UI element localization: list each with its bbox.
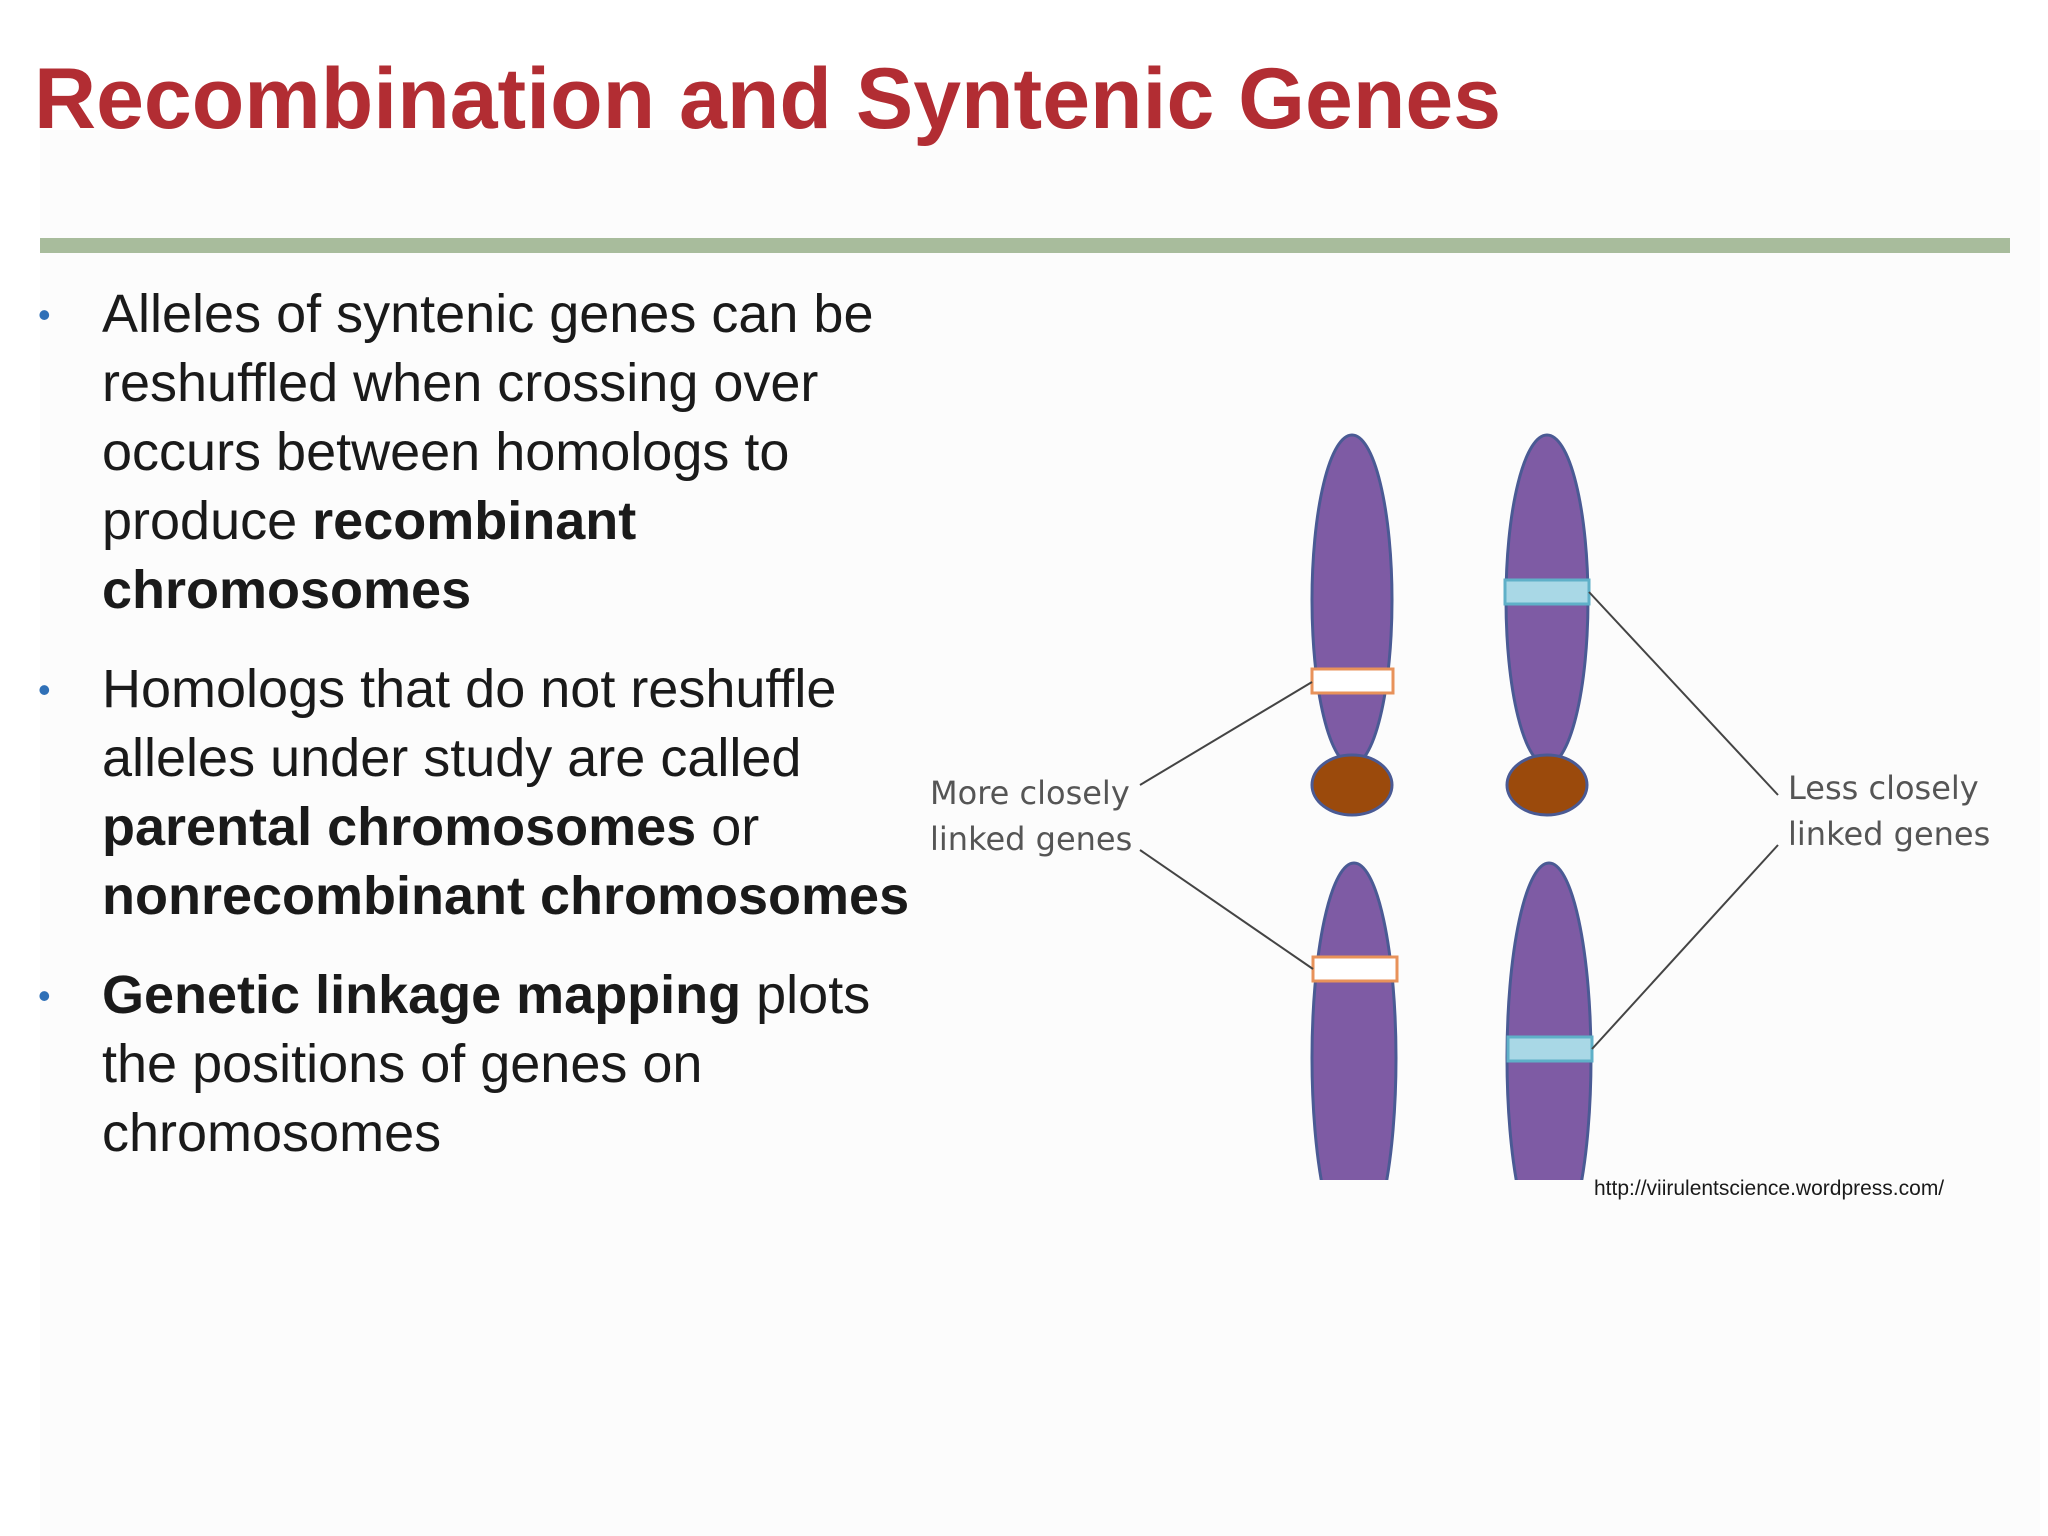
right-gene-band-upper: [1503, 578, 1591, 606]
leader-line-left-lower: [1139, 849, 1314, 970]
bullet-marker: •: [38, 669, 51, 710]
leader-line-left-upper: [1139, 681, 1313, 786]
label-more-closely-linked-line2: linked genes: [930, 820, 1133, 858]
label-less-closely-linked-line2: linked genes: [1788, 815, 1991, 853]
left-gene-band-lower: [1311, 955, 1399, 983]
slide-title: Recombination and Syntenic Genes: [34, 51, 1502, 147]
bullet-bold-term: Genetic linkage mapping: [102, 965, 742, 1025]
chromosome-diagram: [1139, 433, 1779, 1180]
bullet-text: Alleles of syntenic genes can be reshuff…: [102, 284, 874, 551]
leader-line-right-upper: [1588, 591, 1779, 796]
left-gene-band-upper: [1310, 667, 1395, 695]
label-more-closely-linked: More closely linked genes: [930, 770, 1132, 862]
bullet-text: plots the positions of genes on chromoso…: [102, 965, 871, 1163]
bullet-item: • Genetic linkage mapping plots the posit…: [38, 961, 922, 1168]
label-more-closely-linked-line1: More closely: [930, 774, 1130, 812]
bullet-list: • Alleles of syntenic genes can be reshuf…: [38, 280, 922, 1198]
right-gene-band-lower: [1506, 1035, 1594, 1063]
bullet-item: • Homologs that do not reshuffle alleles …: [38, 655, 922, 931]
slide-background: [40, 130, 2040, 1536]
bullet-text: or: [696, 797, 760, 857]
left-chromosome-upper-arm: [1310, 433, 1394, 767]
left-chromosome-lower-arm: [1310, 861, 1398, 1180]
bullet-marker: •: [38, 975, 51, 1016]
bullet-bold-term: nonrecombinant chromosomes: [102, 866, 910, 926]
bullet-bold-term: recombinant chromosomes: [102, 491, 637, 620]
bullet-bold-term: parental chromosomes: [102, 797, 697, 857]
bullet-item: • Alleles of syntenic genes can be reshuf…: [38, 280, 922, 625]
left-centromere: [1310, 753, 1394, 817]
label-less-closely-linked-line1: Less closely: [1788, 769, 1979, 807]
bullet-text: Homologs that do not reshuffle alleles u…: [102, 659, 837, 788]
right-chromosome: [1503, 433, 1594, 1180]
bullet-marker: •: [38, 294, 51, 335]
right-chromosome-lower-arm: [1505, 861, 1593, 1180]
leader-line-right-lower: [1591, 844, 1779, 1050]
image-source-url: http://viirulentscience.wordpress.com/: [1594, 1177, 1945, 1200]
right-centromere: [1505, 753, 1589, 817]
label-less-closely-linked: Less closely linked genes: [1788, 765, 1990, 857]
left-chromosome: [1310, 433, 1399, 1180]
title-divider: [40, 238, 2010, 253]
